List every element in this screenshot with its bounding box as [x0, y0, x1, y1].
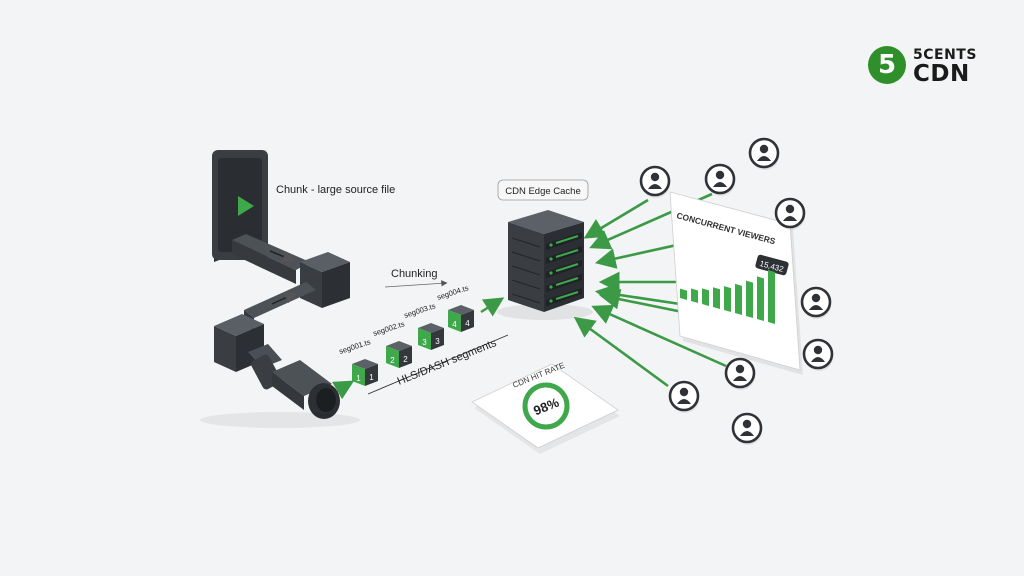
chunking-arrow [384, 280, 448, 288]
user-avatar-icon [748, 137, 780, 170]
viewer-bar [735, 283, 742, 315]
server-slot [511, 246, 582, 264]
segment-number-side: 3 [435, 337, 440, 346]
segment-number: 2 [390, 356, 395, 365]
viewer-bar [757, 276, 764, 321]
brand-top-text: 5CENTS [913, 47, 977, 63]
server-icon [497, 210, 593, 320]
user-avatar-icon [774, 197, 806, 230]
viewer-avatars [639, 137, 834, 445]
viewer-request-arrow [573, 316, 669, 388]
viewer-bar [724, 286, 731, 312]
segments-to-cache-arrow [480, 297, 505, 317]
source-file-label: Chunk - large source file [276, 184, 395, 196]
server-slot [511, 274, 582, 292]
segment-number: 4 [452, 320, 457, 329]
server-slot [511, 260, 582, 278]
user-avatar-icon [800, 286, 832, 319]
viewers-count-badge: 15,432 [755, 254, 789, 276]
play-icon [238, 196, 254, 216]
server-slot [511, 232, 582, 250]
viewer-request-arrow [591, 304, 727, 368]
brand-bottom-text: CDN [913, 61, 970, 87]
segment-number-side: 1 [369, 373, 374, 382]
viewer-bar [691, 288, 698, 303]
nozzle-to-segments-arrow [332, 380, 355, 400]
hit-rate-card: CDN HIT RATE 98% [471, 361, 620, 454]
viewer-bar [768, 270, 775, 324]
segment-number-side: 2 [403, 355, 408, 364]
segment-name: seg003.ts [403, 301, 437, 320]
edge-cache-label-box: CDN Edge Cache [497, 179, 589, 201]
brand-badge: 5 [868, 46, 906, 84]
user-avatar-icon [639, 165, 671, 198]
edge-cache-label: CDN Edge Cache [505, 186, 581, 197]
hit-rate-ring [522, 382, 570, 430]
concurrent-viewers-panel: CONCURRENT VIEWERS 15,432 [669, 191, 803, 375]
chunking-label: Chunking [391, 268, 437, 280]
segment-number-side: 4 [465, 319, 470, 328]
user-avatar-icon [668, 380, 700, 413]
viewer-bar [702, 288, 709, 306]
segment-name: seg004.ts [436, 283, 470, 302]
viewer-bar [680, 288, 687, 300]
server-slot [511, 288, 582, 306]
viewer-bar [713, 287, 720, 309]
segment-number: 1 [356, 374, 361, 383]
segment-number: 3 [422, 338, 427, 347]
segment-name: seg001.ts [338, 337, 372, 356]
source-file-block [212, 150, 268, 262]
brand-logo: 5 5CENTS CDN [868, 46, 988, 90]
user-avatar-icon [724, 357, 756, 390]
segment-name: seg002.ts [372, 319, 406, 338]
viewer-request-arrow [583, 198, 649, 239]
user-avatar-icon [704, 163, 736, 196]
user-avatar-icon [802, 338, 834, 371]
segments-caption-underline [367, 334, 509, 395]
pipe-assembly [200, 234, 360, 428]
user-avatar-icon [731, 412, 763, 445]
viewers-bar-chart [680, 270, 775, 324]
viewer-bar [746, 280, 753, 318]
viewer-request-arrow [594, 284, 681, 306]
